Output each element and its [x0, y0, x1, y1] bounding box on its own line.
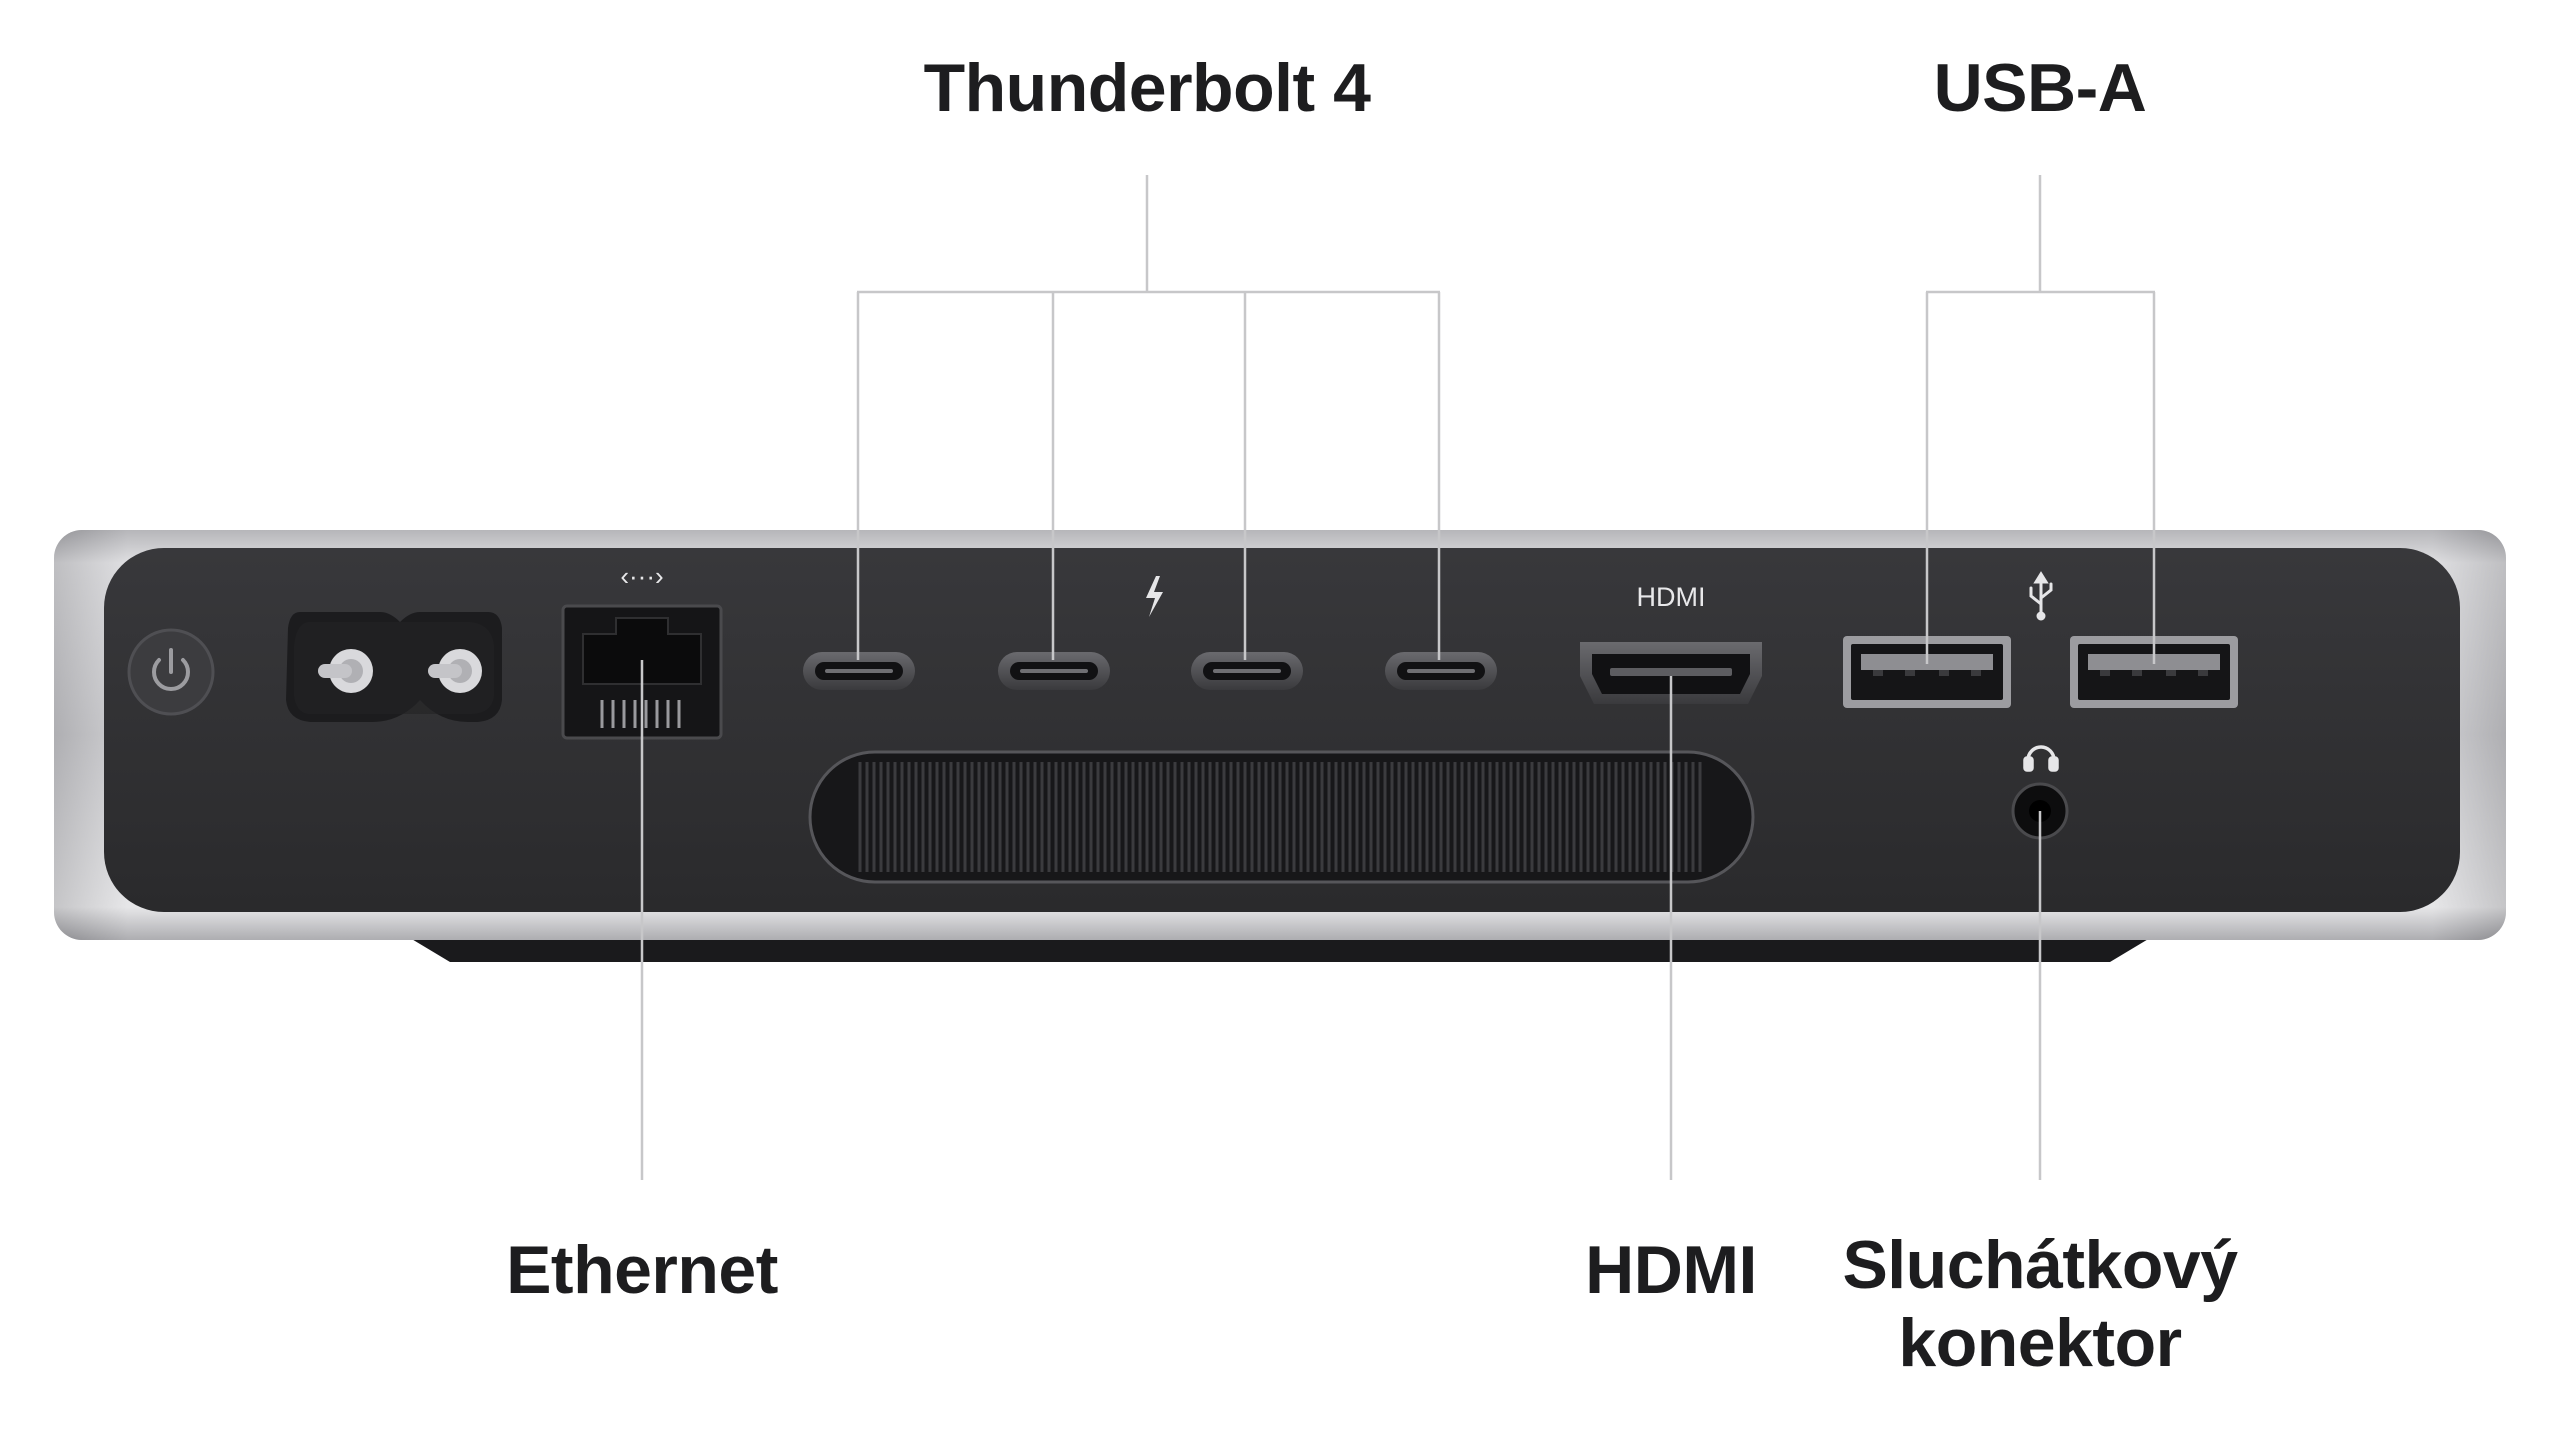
- label-headphone-jack: Sluchátkový konektor: [1740, 1226, 2340, 1382]
- ac-power-inlet: [286, 612, 502, 722]
- ventilation-grille: [808, 750, 1755, 884]
- hdmi-port: HDMI: [1580, 582, 1762, 704]
- hdmi-marking: HDMI: [1637, 582, 1706, 612]
- label-ethernet: Ethernet: [506, 1232, 778, 1308]
- power-button: [127, 628, 215, 716]
- label-headphone-line-2: konektor: [1898, 1305, 2182, 1381]
- thunderbolt-port-3: [1191, 652, 1303, 690]
- ethernet-arrows-icon: ‹···›: [620, 561, 663, 591]
- power-icon: [152, 648, 190, 692]
- label-headphone-line-1: Sluchátkový: [1842, 1227, 2238, 1303]
- thunderbolt-port-4: [1385, 652, 1497, 690]
- usb-a-port-2: [2070, 636, 2238, 708]
- usb-trident-icon: [2029, 571, 2053, 621]
- label-usb-a: USB-A: [1933, 50, 2147, 126]
- leader-lines: [640, 175, 2156, 1180]
- thunderbolt-port-2: [998, 652, 1110, 690]
- usb-a-port-1: [1843, 636, 2011, 708]
- thunderbolt-port-1: [803, 652, 915, 690]
- thunderbolt-bolt-icon: [1146, 576, 1163, 617]
- base-foot: [405, 935, 2155, 962]
- headphones-icon: [2023, 745, 2059, 772]
- label-hdmi: HDMI: [1585, 1232, 1757, 1308]
- label-thunderbolt-4: Thunderbolt 4: [923, 50, 1371, 126]
